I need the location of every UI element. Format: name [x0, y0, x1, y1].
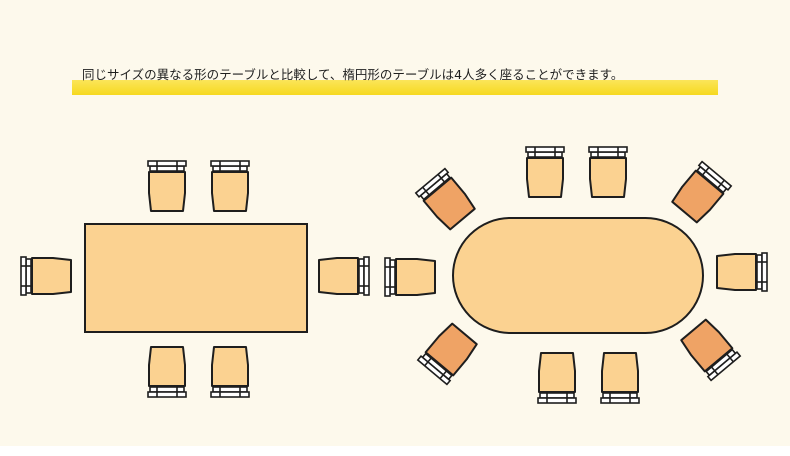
caption-highlight: [72, 80, 718, 95]
oval-table-group: [384, 146, 768, 404]
oval-chair-top-right: [588, 146, 628, 198]
rect-chair-bottom-left: [147, 346, 187, 398]
rect-chair-top-right: [210, 160, 250, 212]
oval-chair-bottom-right: [600, 352, 640, 404]
oval-chair-bottom-left: [537, 352, 577, 404]
oval-table: [452, 217, 704, 334]
oval-chair-upper-right: [668, 160, 733, 226]
caption-text: 同じサイズの異なる形のテーブルと比較して、楕円形のテーブルは4人多く座ることがで…: [82, 67, 624, 82]
rectangular-table-group: [20, 160, 370, 398]
oval-chair-lower-left: [416, 320, 481, 386]
oval-chair-top-left: [525, 146, 565, 198]
diagram-canvas: 同じサイズの異なる形のテーブルと比較して、楕円形のテーブルは4人多く座ることがで…: [0, 0, 790, 446]
rect-chair-right: [318, 256, 370, 296]
table-seating-diagram: [20, 146, 768, 404]
rectangular-table: [84, 223, 308, 333]
oval-chair-right: [716, 252, 768, 292]
rect-chair-top-left: [147, 160, 187, 212]
oval-chair-left: [384, 257, 436, 297]
oval-chair-lower-right: [677, 316, 742, 382]
oval-chair-upper-left: [414, 167, 479, 233]
rect-chair-bottom-right: [210, 346, 250, 398]
rect-chair-left: [20, 256, 72, 296]
